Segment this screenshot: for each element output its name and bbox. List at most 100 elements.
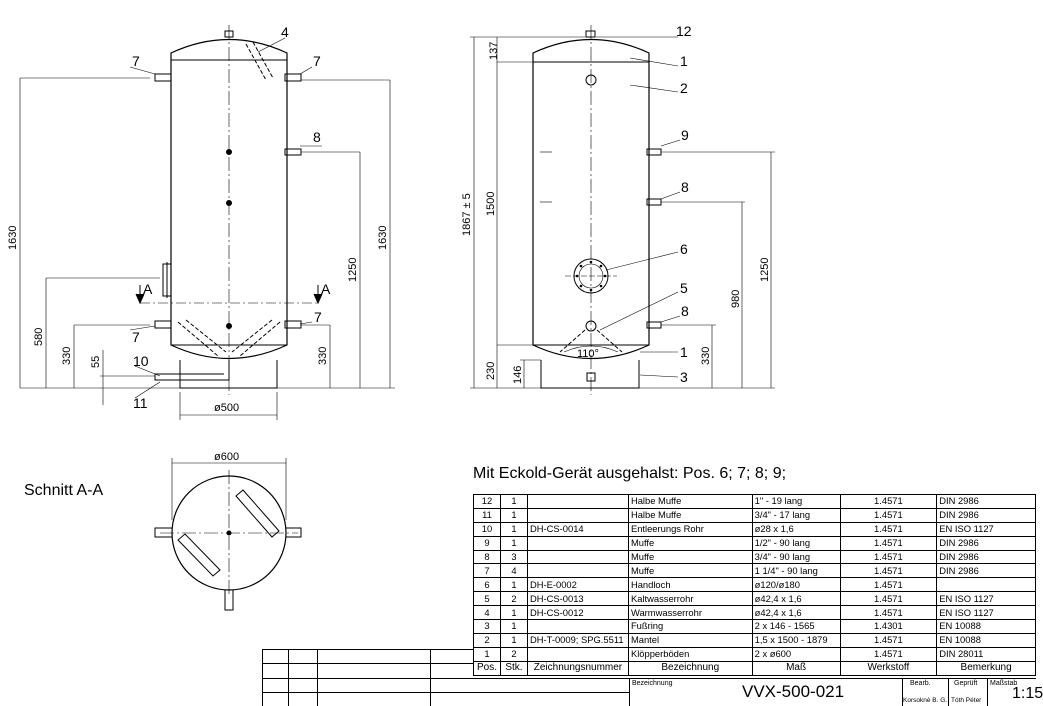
geprueft-label: Geprüft	[954, 680, 978, 687]
parts-cell-drawing_no	[526, 507, 629, 523]
parts-cell-remark	[936, 577, 1036, 593]
parts-cell-designation: Entleerungs Rohr	[627, 521, 753, 537]
callout-3: 3	[680, 369, 688, 385]
parts-cell-remark: EN ISO 1127	[936, 591, 1036, 607]
parts-cell-material: 1.4571	[839, 535, 938, 551]
callout-7-top-right: 7	[313, 53, 321, 69]
dim-d600: ø600	[214, 451, 239, 463]
parts-cell-dimension: 3/4" - 90 lang	[751, 549, 841, 565]
parts-cell-qty: 1	[499, 507, 528, 523]
dim-137: 137	[488, 42, 500, 60]
parts-cell-designation: Halbe Muffe	[627, 507, 753, 523]
parts-cell-remark: DIN 2986	[936, 494, 1036, 509]
parts-cell-remark: EN 10088	[936, 619, 1036, 634]
parts-cell-drawing_no: DH-T-0009; SPG.5511	[526, 632, 629, 648]
callout-1-top: 1	[680, 53, 688, 69]
parts-header-pos: Pos.	[473, 660, 501, 676]
parts-cell-pos: 2	[473, 632, 501, 648]
section-mark-a-right: A	[321, 281, 331, 297]
callout-10: 10	[133, 353, 149, 369]
parts-cell-qty: 4	[499, 563, 528, 579]
parts-cell-qty: 1	[499, 494, 528, 509]
parts-cell-pos: 7	[473, 563, 501, 579]
bearb-name: Korsoknè B. G.	[903, 697, 948, 704]
parts-cell-pos: 5	[473, 591, 501, 607]
parts-cell-pos: 6	[473, 577, 501, 593]
parts-cell-pos: 10	[473, 521, 501, 537]
dim-1250-left: 1250	[347, 258, 359, 282]
callout-7-bottom-right: 7	[314, 309, 322, 325]
dim-980: 980	[730, 290, 742, 308]
parts-cell-dimension: 1,5 x 1500 - 1879	[751, 632, 841, 648]
parts-cell-dimension: ø28 x 1,6	[751, 521, 841, 537]
parts-cell-drawing_no: DH-CS-0013	[526, 591, 629, 607]
parts-cell-remark: EN ISO 1127	[936, 521, 1036, 537]
parts-cell-designation: Kaltwasserrohr	[627, 591, 753, 607]
callout-11: 11	[133, 395, 148, 411]
drawing-scale: 1:15	[1012, 685, 1043, 702]
section-mark-a-left: A	[143, 281, 153, 297]
parts-cell-pos: 3	[473, 619, 501, 634]
dim-angle-110: 110°	[577, 348, 599, 360]
callout-12: 12	[676, 23, 692, 39]
dim-580: 580	[33, 328, 45, 346]
parts-cell-qty: 1	[499, 521, 528, 537]
parts-header-dimension: Maß	[751, 660, 841, 676]
callout-4: 4	[281, 24, 289, 40]
parts-cell-drawing_no: DH-CS-0014	[526, 521, 629, 537]
callout-8-lower: 8	[681, 303, 689, 319]
parts-cell-drawing_no	[526, 563, 629, 579]
callout-6: 6	[680, 241, 688, 257]
callout-9: 9	[681, 127, 689, 143]
right-view: 137 1867 ± 5 1500 230 146 1250 980 330 1…	[461, 23, 775, 395]
parts-cell-material: 1.4301	[839, 619, 938, 634]
callout-8-upper: 8	[681, 179, 689, 195]
parts-header-drawing_no: Zeichnungsnummer	[526, 660, 629, 676]
bearb-label: Bearb.	[910, 680, 931, 687]
dim-1500: 1500	[485, 192, 497, 216]
section-view: ø600	[154, 451, 302, 611]
parts-cell-drawing_no: DH-CS-0012	[526, 605, 629, 621]
parts-header-remark: Bemerkung	[936, 660, 1036, 676]
parts-cell-remark: DIN 2986	[936, 535, 1036, 551]
dim-1630-right: 1630	[377, 226, 389, 250]
dim-1250-right: 1250	[759, 258, 771, 282]
parts-cell-dimension: 3/4" - 17 lang	[751, 507, 841, 523]
parts-cell-material: 1.4571	[839, 494, 938, 509]
parts-cell-qty: 1	[499, 605, 528, 621]
parts-cell-dimension: ø42,4 x 1,6	[751, 591, 841, 607]
dim-330-right-view: 330	[700, 347, 712, 365]
parts-cell-pos: 9	[473, 535, 501, 551]
parts-cell-material: 1.4571	[839, 507, 938, 523]
section-label: Schnitt A-A	[24, 482, 104, 499]
parts-cell-qty: 3	[499, 549, 528, 565]
parts-cell-dimension: ø42,4 x 1,6	[751, 605, 841, 621]
parts-cell-designation: Muffe	[627, 535, 753, 551]
parts-cell-material: 1.4571	[839, 563, 938, 579]
callout-2: 2	[680, 80, 688, 96]
parts-cell-designation: Mantel	[627, 632, 753, 648]
parts-cell-qty: 1	[499, 577, 528, 593]
parts-cell-drawing_no	[526, 619, 629, 634]
parts-cell-dimension: ø120/ø180	[751, 577, 841, 593]
bezeichnung-label: Bezeichnung	[632, 680, 673, 687]
parts-cell-designation: Muffe	[627, 563, 753, 579]
parts-cell-dimension: 2 x 146 - 1565	[751, 619, 841, 634]
parts-cell-qty: 1	[499, 535, 528, 551]
dim-d500: ø500	[214, 402, 239, 414]
parts-cell-designation: Fußring	[627, 619, 753, 634]
parts-cell-remark: EN ISO 1127	[936, 605, 1036, 621]
parts-cell-pos: 11	[473, 507, 501, 523]
parts-cell-designation: Warmwasserrohr	[627, 605, 753, 621]
parts-cell-drawing_no	[526, 549, 629, 565]
